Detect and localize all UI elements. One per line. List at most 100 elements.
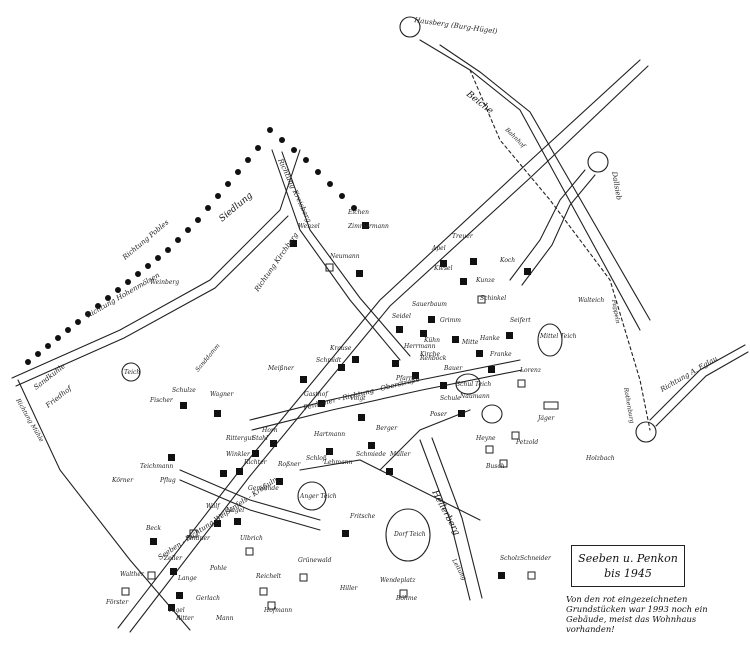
owner-label: Zimmermann [347, 223, 389, 230]
road-dallsieb [509, 169, 586, 281]
owner-label: Körner [111, 477, 134, 484]
owner-label: Winkler [226, 451, 251, 458]
owner-label: Kunze [475, 277, 495, 284]
owner-label: Lindner [185, 535, 211, 542]
owner-label: Wenzel [298, 223, 320, 230]
owner-label: Förster [105, 599, 129, 606]
owner-label: Scholz [500, 555, 521, 562]
legend-box: Seeben u. Penkon bis 1945 [571, 545, 685, 587]
label-mittel-teich: Mittel Teich [539, 333, 577, 340]
owner-label: Roßner [277, 461, 302, 468]
owner-label: Lorenz [519, 367, 542, 374]
owner-label: Walther [120, 571, 145, 578]
owner-label: Seifert [510, 317, 531, 324]
label-leitung: Leitung [450, 557, 468, 582]
label-schmiede: Schmiede [356, 451, 386, 458]
owner-label: Bauer [443, 365, 463, 372]
label-schul-teich: Schul Teich [456, 381, 491, 388]
owner-label: Naumann [459, 393, 490, 400]
owner-label: Krause [329, 345, 352, 352]
owner-label: Gerlach [196, 595, 220, 602]
owner-label: Rehbock [419, 355, 447, 362]
owner-label: Schmidt [316, 357, 342, 364]
owner-label: Ulbrich [240, 535, 263, 542]
label-sanddamm: Sanddamm [194, 342, 222, 373]
owner-label: Hiller [339, 585, 359, 592]
label-kirche: Kirche [419, 351, 440, 358]
label-wendeplatz: Wendeplatz [380, 577, 416, 584]
owner-label: Grimm [440, 317, 461, 324]
owner-label: Seidel [392, 313, 411, 320]
owner-label: Richter [243, 459, 268, 466]
label-gasthof: Gasthof [304, 391, 329, 398]
owner-label: Petzold [515, 439, 538, 446]
owner-label: Fritsche [349, 513, 376, 520]
label-richtung-pobles: Richtung Pobles [120, 218, 170, 262]
owner-label: Pohle [209, 565, 227, 572]
pond-schul [455, 373, 481, 395]
owner-label: Lehmann [323, 459, 353, 466]
owner-label: Berger [375, 425, 398, 432]
legend-note: Von den rot eingezeichneten Grundstücken… [566, 594, 708, 634]
owner-label: Sauerbaum [412, 301, 447, 308]
road-eglau [649, 344, 746, 421]
label-dallsieb: Dallsieb [610, 170, 623, 201]
owner-label: Fischer [149, 397, 174, 404]
label-weinberg: Weinberg [150, 279, 179, 286]
owner-label: Nagel [225, 507, 244, 514]
owner-label: Hartmann [313, 431, 345, 438]
owner-label: Lange [177, 575, 197, 582]
owner-label: Mann [215, 615, 234, 622]
owner-label: Busch [485, 463, 505, 470]
owner-label: Koch [499, 257, 515, 264]
owner-label: Herrmann [403, 343, 436, 350]
road-hellerberg [419, 439, 471, 601]
owner-label: Franke [489, 351, 512, 358]
label-schloss: Schloß [306, 455, 327, 462]
owner-label: Kiesel [433, 265, 453, 272]
owner-label: Jäger [536, 415, 555, 422]
owner-label: Heyne [475, 435, 496, 442]
label-beiche: Beiche [463, 89, 494, 117]
owner-label: Grünewald [298, 557, 332, 564]
road-hausberg [419, 39, 641, 331]
owner-label: Kühn [423, 337, 440, 344]
main-road [117, 59, 641, 629]
owner-label: Mitte [461, 339, 479, 346]
label-holzbach: Holzbach [585, 455, 615, 462]
owner-label: Reichelt [255, 573, 282, 580]
owner-label: Schinkel [480, 295, 506, 302]
owner-label: Hanke [479, 335, 500, 342]
label-richtung-kirchberg: Richtung Kirchberg [253, 231, 301, 294]
pond-anger [297, 481, 327, 511]
owner-label: Beck [145, 525, 161, 532]
label-rittergut: Rittergut [225, 435, 254, 442]
label-siedlung: Siedlung [218, 191, 256, 225]
label-gemeinde: Gemeinde [248, 485, 279, 492]
owner-label: Horn [261, 427, 278, 434]
label-dorf-teich: Dorf Teich [393, 531, 426, 538]
road-pobles [11, 149, 301, 379]
label-anger-teich: Anger Teich [299, 493, 337, 500]
label-hausberg: Hausberg (Burg-Hügel) [413, 16, 498, 36]
label-bahnhof: Bahnhof [503, 126, 528, 151]
owner-label: Stahl [252, 435, 268, 442]
owner-label: Wagner [210, 391, 234, 398]
owner-label: Treuer [452, 233, 474, 240]
label-pappeln: Pappeln [610, 298, 621, 324]
road-kreisberg [271, 149, 401, 361]
label-schule: Schule [440, 395, 461, 402]
owner-label: Zeller [163, 555, 183, 562]
owner-label: Schneider [520, 555, 552, 562]
legend-year: bis 1945 [604, 567, 652, 580]
label-walteich: Walteich [578, 297, 604, 304]
label-friedhof: Friedhof [44, 384, 75, 410]
road-penkener [249, 359, 521, 421]
legend-title: Seeben u. Penkon [578, 552, 678, 565]
owner-label: Ritter [175, 615, 195, 622]
owner-label: Poser [429, 411, 448, 418]
pond-mittel [537, 323, 563, 357]
owner-label: Voigt [350, 395, 366, 402]
label-eichen: Eichen [347, 209, 369, 216]
